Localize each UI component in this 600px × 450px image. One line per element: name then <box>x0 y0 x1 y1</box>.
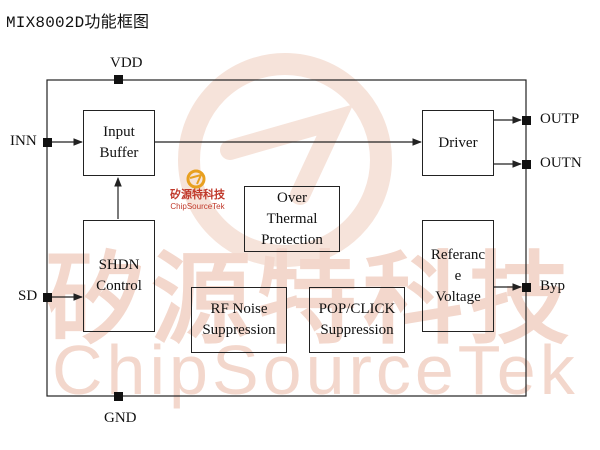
pin-label-sd: SD <box>18 288 38 304</box>
driver-block: Driver <box>422 110 494 176</box>
logo-label: 矽源特科技 ChipSourceTek <box>170 190 225 212</box>
pin-label-vdd: VDD <box>110 55 143 71</box>
over-thermal-protection-block: Over Thermal Protection <box>244 186 340 252</box>
shdn-control-block: SHDN Control <box>83 220 155 332</box>
diagram-title: MIX8002D功能框图 <box>6 14 150 32</box>
rf-noise-suppression-block: RF Noise Suppression <box>191 287 287 353</box>
pop-click-suppression-block: POP/CLICK Suppression <box>309 287 405 353</box>
chip-boundary <box>46 79 527 397</box>
reference-voltage-block: Referanc e Voltage <box>422 220 494 332</box>
logo-cn-text: 矽源特科技 <box>170 189 225 201</box>
pin-sd-square <box>43 293 52 302</box>
pin-vdd-square <box>114 75 123 84</box>
pin-label-outp: OUTP <box>540 111 580 127</box>
pin-label-gnd: GND <box>104 410 137 426</box>
input-buffer-block: Input Buffer <box>83 110 155 176</box>
pin-outn-square <box>522 160 531 169</box>
pin-outp-square <box>522 116 531 125</box>
pin-byp-square <box>522 283 531 292</box>
pin-label-byp: Byp <box>540 278 566 294</box>
pin-gnd-square <box>114 392 123 401</box>
pin-inn-square <box>43 138 52 147</box>
pin-label-inn: INN <box>10 133 37 149</box>
logo-en-text: ChipSourceTek <box>170 202 225 211</box>
pin-label-outn: OUTN <box>540 155 582 171</box>
